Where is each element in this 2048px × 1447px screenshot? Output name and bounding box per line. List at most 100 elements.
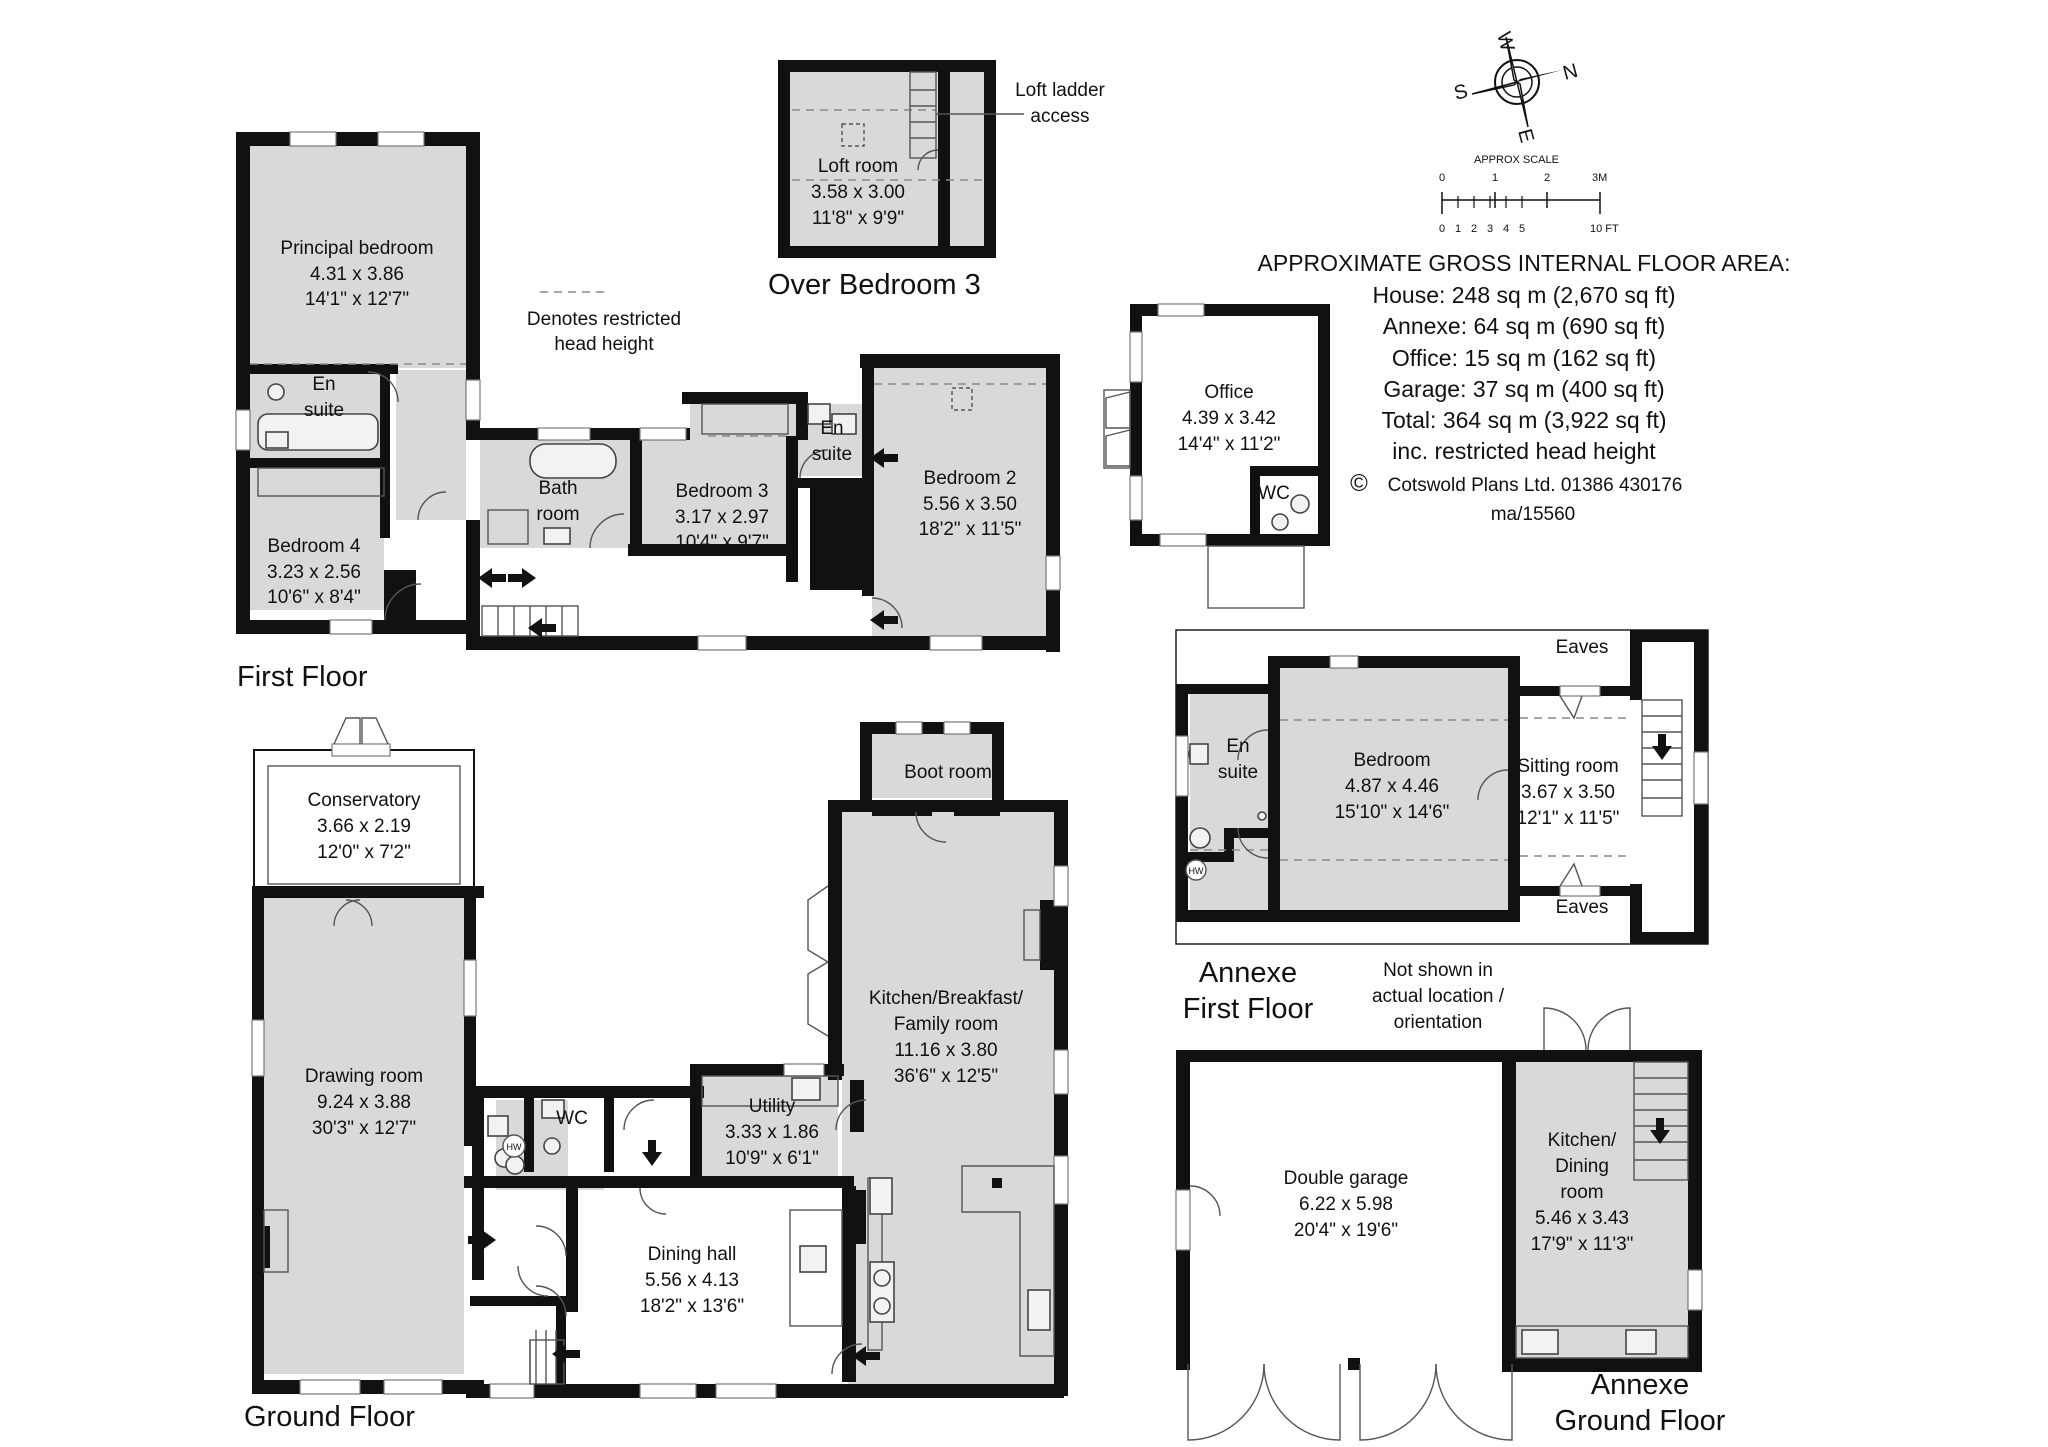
compass-rose: N S W E [1452, 30, 1581, 146]
eaves-bottom: Eaves [1556, 897, 1609, 918]
b2-ensuite-name-1: En [820, 418, 843, 439]
kitchen-name-2: Family room [894, 1014, 999, 1035]
not-shown-note-3: orientation [1394, 1012, 1483, 1033]
principal-bedroom-imperial: 14'1" x 12'7" [305, 289, 409, 310]
annexe-bedroom-metric: 4.87 x 4.46 [1345, 776, 1439, 797]
double-garage-name: Double garage [1284, 1168, 1409, 1189]
ground-floor-plan: HW Conservatory 3.66 x 2.19 12'0" x 7'2"… [244, 717, 1069, 1433]
annexe-hw-label: HW [1189, 866, 1204, 876]
drawing-room-name: Drawing room [305, 1066, 423, 1087]
annexe-first-floor-plan: HW En suite Bedroom 4.87 x 4.46 15'10" x… [1175, 629, 1709, 1033]
dining-hall-name: Dining hall [648, 1244, 737, 1265]
ff-ensuite-name-2: suite [304, 400, 344, 421]
ground-floor-title: Ground Floor [244, 1401, 415, 1433]
annexe-first-title-2: First Floor [1183, 993, 1314, 1025]
bedroom-3-metric: 3.17 x 2.97 [675, 507, 769, 528]
bedroom-2-name: Bedroom 2 [924, 468, 1017, 489]
drawing-room-metric: 9.24 x 3.88 [317, 1092, 411, 1113]
scale-ft-4: 4 [1503, 223, 1509, 235]
bedroom-3-name: Bedroom 3 [676, 481, 769, 502]
first-floor-plan: Principal bedroom 4.31 x 3.86 14'1" x 12… [235, 131, 1061, 693]
double-garage-metric: 6.22 x 5.98 [1299, 1194, 1393, 1215]
principal-bedroom-name: Principal bedroom [280, 238, 433, 259]
scale-ft-3: 3 [1487, 223, 1493, 235]
conservatory-metric: 3.66 x 2.19 [317, 816, 411, 837]
loft-plan: Loft room 3.58 x 3.00 11'8" x 9'9" Loft … [768, 60, 1106, 301]
utility-name: Utility [749, 1096, 796, 1117]
compass-n: N [1561, 60, 1581, 85]
dining-hall-imperial: 18'2" x 13'6" [640, 1296, 744, 1317]
compass-e: E [1513, 127, 1538, 146]
area-garage: Garage: 37 sq m (400 sq ft) [1383, 376, 1664, 402]
gf-wc-name: WC [556, 1108, 588, 1129]
bathroom-name-1: Bath [538, 478, 577, 499]
area-annexe: Annexe: 64 sq m (690 sq ft) [1383, 313, 1666, 339]
copyright-symbol: © [1350, 470, 1368, 497]
annexe-kitchen-metric: 5.46 x 3.43 [1535, 1208, 1629, 1229]
loft-room-name: Loft room [818, 156, 898, 177]
eaves-top: Eaves [1556, 637, 1609, 658]
first-floor-stairs [481, 605, 579, 637]
annexe-ensuite-name-1: En [1226, 736, 1249, 757]
b2-ensuite-name-2: suite [812, 444, 852, 465]
utility-metric: 3.33 x 1.86 [725, 1122, 819, 1143]
scale-ft-2: 2 [1471, 223, 1477, 235]
loft-room-metric: 3.58 x 3.00 [811, 182, 905, 203]
first-floor-title: First Floor [237, 661, 368, 693]
bedroom-4-name: Bedroom 4 [268, 536, 361, 557]
scale-ft-0: 0 [1439, 223, 1445, 235]
annexe-ground-title-1: Annexe [1591, 1369, 1689, 1401]
area-summary: APPROXIMATE GROSS INTERNAL FLOOR AREA: H… [1258, 250, 1791, 525]
over-bedroom-3-title: Over Bedroom 3 [768, 269, 981, 301]
scale-m-0: 0 [1439, 172, 1445, 184]
not-shown-note-2: actual location / [1372, 986, 1505, 1007]
not-shown-note-1: Not shown in [1383, 960, 1493, 981]
kitchen-imperial: 36'6" x 12'5" [894, 1066, 998, 1087]
principal-bedroom-metric: 4.31 x 3.86 [310, 264, 404, 285]
loft-ladder-note-1: Loft ladder [1015, 80, 1105, 101]
scale-ft-1: 1 [1455, 223, 1461, 235]
annexe-kitchen-name-1: Kitchen/ [1548, 1130, 1617, 1151]
area-total: Total: 364 sq m (3,922 sq ft) [1381, 407, 1666, 433]
annexe-ground-floor-plan: Double garage 6.22 x 5.98 20'4" x 19'6" … [1175, 1007, 1726, 1441]
annexe-bedroom-name: Bedroom [1353, 750, 1430, 771]
utility-imperial: 10'9" x 6'1" [725, 1148, 819, 1169]
area-house: House: 248 sq m (2,670 sq ft) [1373, 282, 1676, 308]
area-heading: APPROXIMATE GROSS INTERNAL FLOOR AREA: [1258, 250, 1791, 276]
ff-ensuite-name-1: En [312, 374, 335, 395]
bedroom-2-metric: 5.56 x 3.50 [923, 494, 1017, 515]
office-name: Office [1204, 382, 1253, 403]
area-office: Office: 15 sq m (162 sq ft) [1392, 345, 1656, 371]
restricted-note-2: head height [554, 334, 654, 355]
scale-ft-10: 10 FT [1590, 223, 1619, 235]
double-garage-imperial: 20'4" x 19'6" [1294, 1220, 1398, 1241]
dining-hall-metric: 5.56 x 4.13 [645, 1270, 739, 1291]
office-metric: 4.39 x 3.42 [1182, 408, 1276, 429]
office-imperial: 14'4" x 11'2" [1178, 434, 1281, 455]
annexe-bedroom-imperial: 15'10" x 14'6" [1335, 802, 1450, 823]
loft-ladder-note-2: access [1030, 106, 1089, 127]
bedroom-4-metric: 3.23 x 2.56 [267, 562, 361, 583]
annexe-ground-title-2: Ground Floor [1555, 1405, 1726, 1437]
conservatory-imperial: 12'0" x 7'2" [317, 842, 411, 863]
scale-ft-5: 5 [1519, 223, 1525, 235]
office-wc-name: WC [1258, 483, 1290, 504]
sitting-room-imperial: 12'1" x 11'5" [1517, 808, 1620, 829]
drawing-room-imperial: 30'3" x 12'7" [312, 1118, 416, 1139]
bathroom-name-2: room [536, 504, 579, 525]
annexe-first-title-1: Annexe [1199, 957, 1297, 989]
bedroom-2-imperial: 18'2" x 11'5" [919, 519, 1022, 540]
scale-bar: APPROX SCALE 0 1 2 3M 0 1 2 3 4 5 10 FT [1439, 154, 1619, 235]
scale-title: APPROX SCALE [1474, 154, 1559, 166]
sitting-room-metric: 3.67 x 3.50 [1521, 782, 1615, 803]
copyright-text: Cotswold Plans Ltd. 01386 430176 [1388, 475, 1683, 496]
scale-m-3: 3M [1592, 172, 1607, 184]
office-plan: Office 4.39 x 3.42 14'4" x 11'2" WC [1103, 303, 1330, 609]
conservatory-name: Conservatory [308, 790, 421, 811]
gf-hw-label: HW [507, 1142, 522, 1152]
annexe-ensuite-name-2: suite [1218, 762, 1258, 783]
restricted-note-1: Denotes restricted [527, 309, 681, 330]
loft-room-imperial: 11'8" x 9'9" [812, 208, 904, 229]
annexe-kitchen-name-2: Dining [1555, 1156, 1609, 1177]
